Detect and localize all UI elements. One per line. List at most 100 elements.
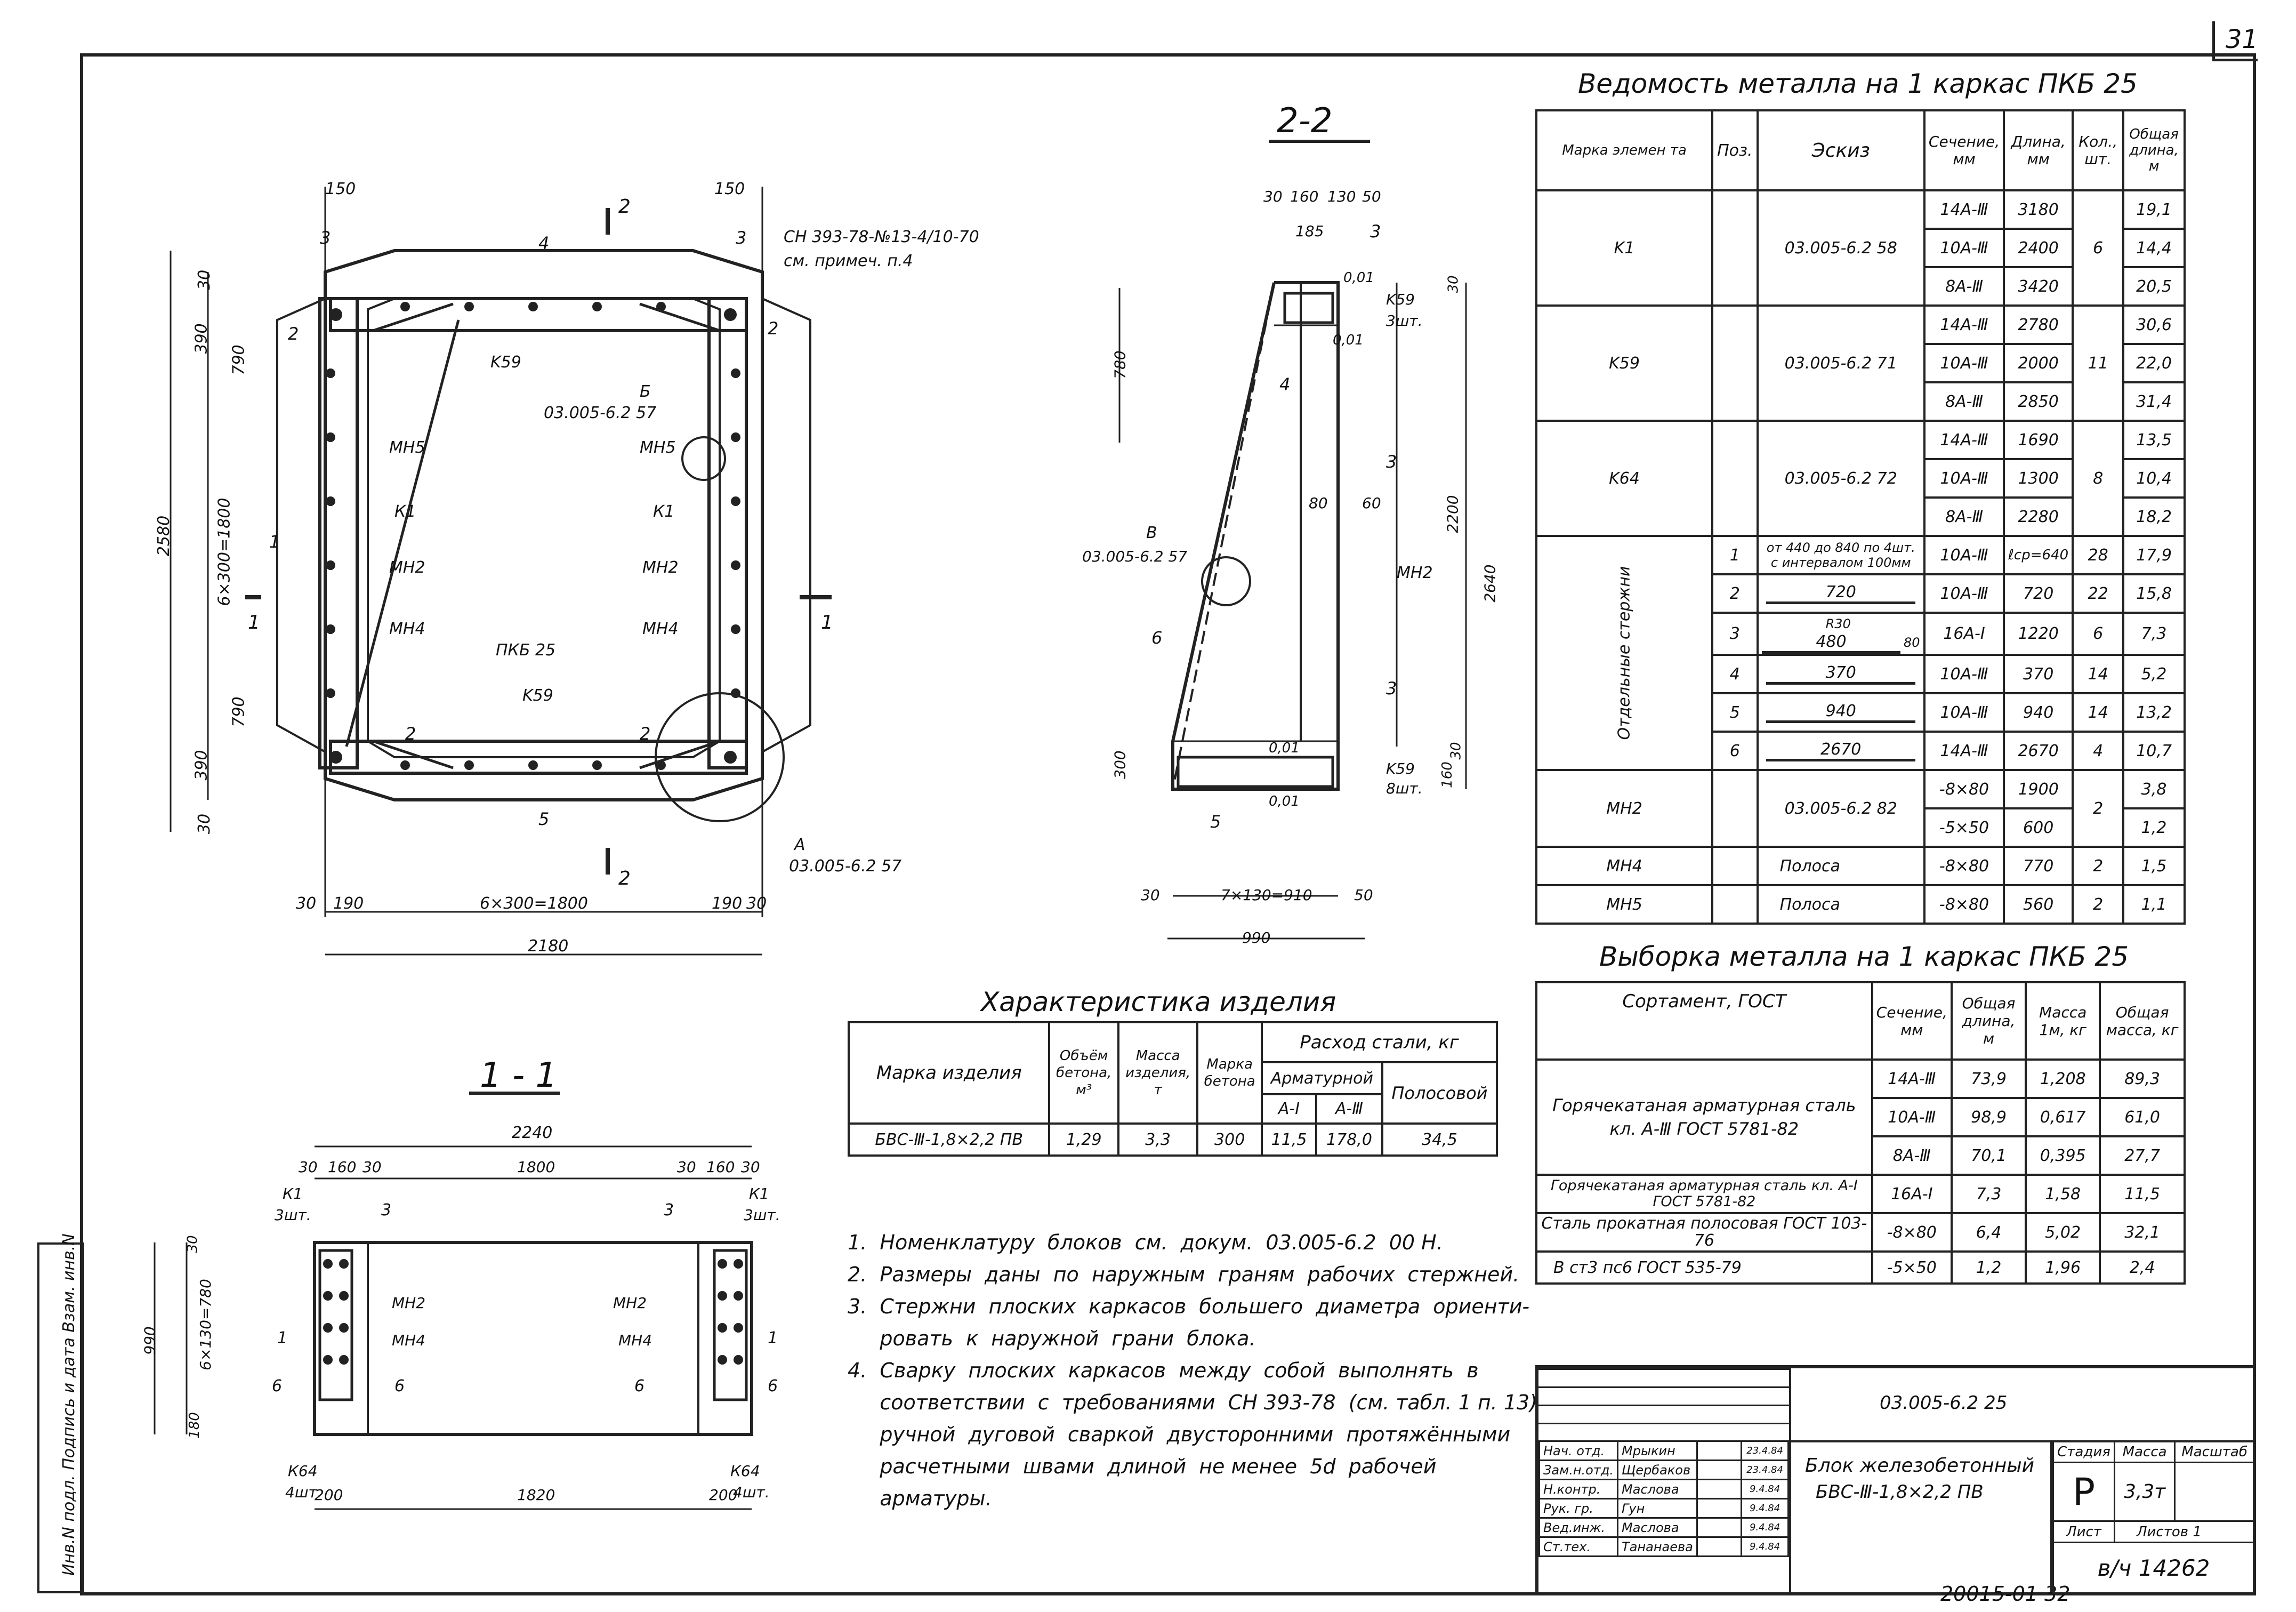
tb-p2-sign	[1696, 1479, 1743, 1499]
s22-pos-5: 5	[1210, 812, 1221, 832]
yh-mass1: Масса 1м, кг	[2025, 981, 2101, 1061]
ch-val-strip: 34,5	[1381, 1122, 1499, 1157]
plan-pos-2d: 2	[768, 318, 779, 339]
tb-p0-name: Мрыкин	[1617, 1440, 1698, 1461]
s22-pos-4: 4	[1279, 374, 1291, 395]
s22-label-8sht: 8шт.	[1386, 780, 1423, 797]
s22-dim-50: 50	[1362, 188, 1381, 205]
tb-p3-name: Гун	[1617, 1498, 1698, 1519]
yh-section: Сечение, мм	[1871, 981, 1953, 1061]
v-mn4-len: 770	[2003, 846, 2074, 886]
plan-dim-bottom-1: 190	[333, 894, 364, 913]
v-bar6-len: 2670	[2003, 731, 2074, 771]
v-mn5-len: 560	[2003, 884, 2074, 925]
v-mn5-sketch: Полоса	[1756, 884, 1926, 925]
y-g1-m-0: 89,3	[2099, 1058, 2186, 1099]
v-bar6-sketch-text: 2670	[1766, 740, 1916, 761]
vh-sketch: Эскиз	[1756, 109, 1926, 191]
tb-sheet: Лист	[2052, 1520, 2115, 1543]
y-g3-m: 32,1	[2099, 1212, 2186, 1253]
s11-label-4sht-left: 4шт.	[285, 1483, 322, 1501]
s22-dim-total: 990	[1242, 929, 1271, 947]
v-bar5-sec: 10А-Ⅲ	[1923, 692, 2005, 733]
s11-label-3sht-right: 3шт.	[744, 1206, 780, 1224]
plan-left-dim-30b: 30	[195, 813, 214, 835]
v-mn2-tot-1: 1,2	[2122, 807, 2186, 848]
plan-label-k1-left: К1	[394, 502, 416, 521]
plan-callout-cn2: см. примеч. п.4	[784, 252, 913, 270]
s11-dim-1800: 1800	[517, 1158, 555, 1176]
y-g1-len-1: 98,9	[1950, 1097, 2027, 1137]
plan-section-mark-top: 2	[618, 196, 631, 218]
y-group1: Горячекатаная арматурная сталь кл. А-Ⅲ Г…	[1535, 1058, 1873, 1176]
plan-callout-a-ref: 03.005-6.2 57	[789, 857, 902, 876]
s22-dim-bottom-910: 7×130=910	[1221, 886, 1312, 904]
v-k1-sketch: 03.005-6.2 58	[1756, 189, 1926, 307]
tb-p0-sign	[1696, 1440, 1743, 1461]
v-bar5-cnt: 14	[2072, 692, 2125, 733]
v-bar3-cnt: 6	[2072, 612, 2125, 656]
s22-right-2200: 2200	[1444, 495, 1462, 533]
v-bar6-tot: 10,7	[2122, 731, 2186, 771]
tb-inv: в/ч 14262	[2052, 1542, 2255, 1594]
notes-block: 1. Номенклатуру блоков см. докум. 03.005…	[848, 1226, 1537, 1514]
s22-left-300: 300	[1111, 750, 1129, 779]
s11-label-mn4-right: МН4	[618, 1332, 652, 1349]
y-g2-sec: 16А-Ⅰ	[1871, 1174, 1953, 1214]
tb-p5-sign	[1696, 1536, 1743, 1557]
s11-dim-1820: 1820	[517, 1486, 555, 1504]
s11-left-180: 180	[186, 1412, 203, 1439]
y-g1-len-0: 73,9	[1950, 1058, 2027, 1099]
s22-label-001a: 0,01	[1343, 270, 1374, 286]
plan-pos-2a: 2	[288, 324, 299, 344]
v-mn4-pos	[1711, 846, 1759, 886]
tb-name: Блок железобетонный	[1805, 1455, 2035, 1477]
v-bar2-sketch-text: 720	[1766, 583, 1916, 604]
s11-dim-160a: 160	[328, 1158, 357, 1176]
v-k59-sketch: 03.005-6.2 71	[1756, 304, 1926, 422]
s11-label-3sht-left: 3шт.	[275, 1206, 311, 1224]
y-g1-sec-1: 10А-Ⅲ	[1871, 1097, 1953, 1137]
v-k59-len-1: 2000	[2003, 343, 2074, 383]
yh-length: Общая длина, м	[1950, 981, 2027, 1061]
v-mn4-tot: 1,5	[2122, 846, 2186, 886]
v-k64-tot-0: 13,5	[2122, 420, 2186, 460]
tb-grid-top	[1538, 1368, 1791, 1440]
v-mn2-mark: МН2	[1535, 769, 1714, 848]
yh-mass: Общая масса, кг	[2099, 981, 2186, 1061]
v-bar1-len: ℓср=640	[2003, 535, 2074, 575]
v-mn5-sec: -8×80	[1923, 884, 2005, 925]
plan-label-pkb25: ПКБ 25	[496, 641, 556, 660]
tb-p0-role: Нач. отд.	[1538, 1440, 1619, 1461]
vyborka-title: Выборка металла на 1 каркас ПКБ 25	[1599, 941, 2129, 972]
v-k1-sec-1: 10А-Ⅲ	[1923, 228, 2005, 268]
tb-p2-date: 9.4.84	[1741, 1479, 1789, 1499]
y-g1-m-1: 61,0	[2099, 1097, 2186, 1137]
vh-mark: Марка элемен та	[1535, 109, 1714, 191]
v-k64-pos	[1711, 420, 1759, 537]
plan-label-mn4-left: МН4	[389, 620, 425, 638]
y-g2-len: 7,3	[1950, 1174, 2027, 1214]
note-line-8: расчетными швами длиной не менее 5d рабо…	[848, 1455, 1437, 1478]
ch-h-mass: Масса изделия, т	[1117, 1021, 1199, 1125]
v-bar3-tot: 7,3	[2122, 612, 2186, 656]
s11-left-total: 990	[141, 1326, 159, 1355]
plan-callout-a: A	[794, 836, 805, 854]
s11-dim-200a: 200	[315, 1486, 343, 1504]
v-group-label-text: Отдельные стержни	[1615, 566, 1634, 740]
tb-name2: БВС-Ⅲ-1,8×2,2 ПВ	[1816, 1481, 1984, 1503]
y-g3-len: 6,4	[1950, 1212, 2027, 1253]
s11-pos-3-right: 3	[664, 1201, 674, 1220]
s22-label-3sht: 3шт.	[1386, 312, 1423, 330]
plan-dim-total: 2180	[528, 937, 569, 956]
note-line-5: 4. Сварку плоских каркасов между собой в…	[848, 1359, 1479, 1382]
tb-p4-date: 9.4.84	[1741, 1517, 1789, 1538]
tb-stage: Р	[2052, 1462, 2115, 1522]
plan-label-mn2-left: МН2	[389, 558, 425, 577]
plan-dim-bottom-3: 190	[712, 894, 743, 913]
plan-cage-top	[329, 297, 748, 332]
